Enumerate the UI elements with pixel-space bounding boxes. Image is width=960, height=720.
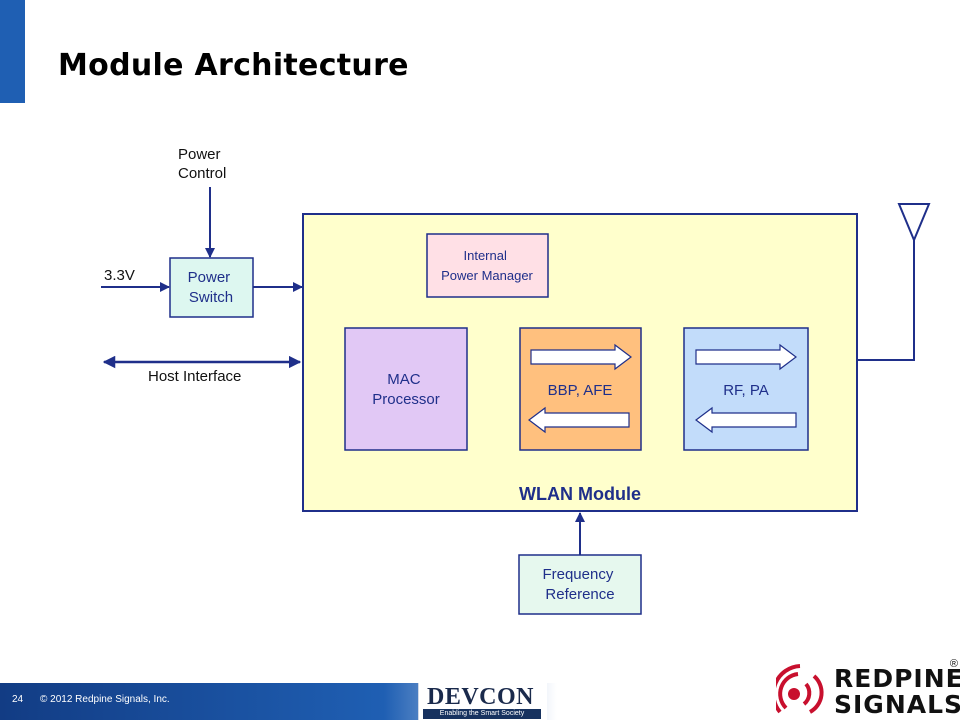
rf-tx-arrow xyxy=(695,343,797,371)
internal-power-manager-label: Internal Power Manager xyxy=(441,248,533,283)
rf-rx-arrow xyxy=(695,406,797,434)
redpine-wordmark-line2: SIGNALS xyxy=(834,690,960,719)
redpine-wordmark: REDPINE SIGNALS xyxy=(834,666,960,718)
devcon-tagline: Enabling the Smart Society xyxy=(423,709,541,719)
internal-power-manager-box xyxy=(426,233,549,298)
rf-pa-label: RF, PA xyxy=(723,382,769,399)
page-number: 24 xyxy=(12,694,24,705)
antenna-icon xyxy=(897,203,931,243)
title-accent-bar xyxy=(0,0,25,103)
power-switch-label: Power Switch xyxy=(188,269,235,306)
bbp-rx-arrow xyxy=(528,406,630,434)
power-switch-box xyxy=(169,257,254,318)
mac-processor-box xyxy=(344,327,468,451)
mac-processor-label: MAC Processor xyxy=(372,371,440,408)
wlan-module-label: WLAN Module xyxy=(519,484,641,504)
power-control-label: Power Control xyxy=(178,146,226,182)
redpine-wordmark-line1: REDPINE xyxy=(834,664,960,693)
antenna-feed-line xyxy=(857,240,915,361)
registered-trademark: ® xyxy=(949,658,958,670)
host-interface-label: Host Interface xyxy=(148,368,241,385)
redpine-signals-logo: REDPINE SIGNALS ® xyxy=(776,658,960,720)
frequency-reference-label: Frequency Reference xyxy=(542,566,617,603)
copyright-notice: © 2012 Redpine Signals, Inc. xyxy=(40,694,170,705)
rf-pa-box xyxy=(683,327,809,451)
devcon-wordmark: DEVCON xyxy=(427,684,535,710)
slide-title: Module Architecture xyxy=(58,48,409,83)
devcon-logo: DEVCON Enabling the Smart Society xyxy=(418,683,547,720)
redpine-emblem-icon xyxy=(776,664,824,714)
bbp-afe-label: BBP, AFE xyxy=(548,382,613,399)
bbp-afe-box xyxy=(519,327,642,451)
architecture-diagram: Power Control 3.3V Power Switch Host Int… xyxy=(101,146,931,615)
bbp-tx-arrow xyxy=(530,343,632,371)
frequency-reference-box xyxy=(518,554,642,615)
supply-voltage-label: 3.3V xyxy=(104,267,135,284)
